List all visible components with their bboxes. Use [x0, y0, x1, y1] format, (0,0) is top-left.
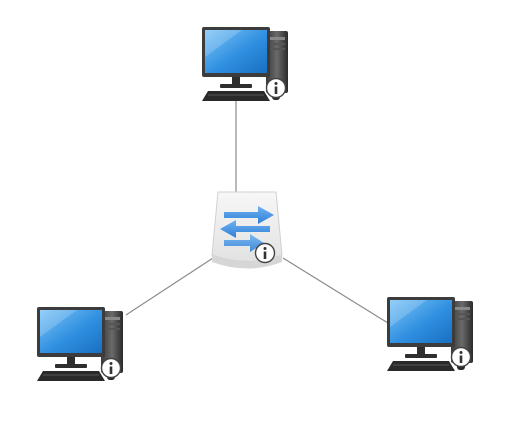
info-icon[interactable] [100, 357, 122, 379]
link-switch-left [125, 257, 214, 316]
info-icon[interactable] [265, 77, 287, 99]
switch-node[interactable] [211, 191, 283, 269]
info-icon[interactable] [254, 242, 276, 264]
link-switch-right [282, 257, 389, 324]
info-icon[interactable] [450, 346, 472, 368]
